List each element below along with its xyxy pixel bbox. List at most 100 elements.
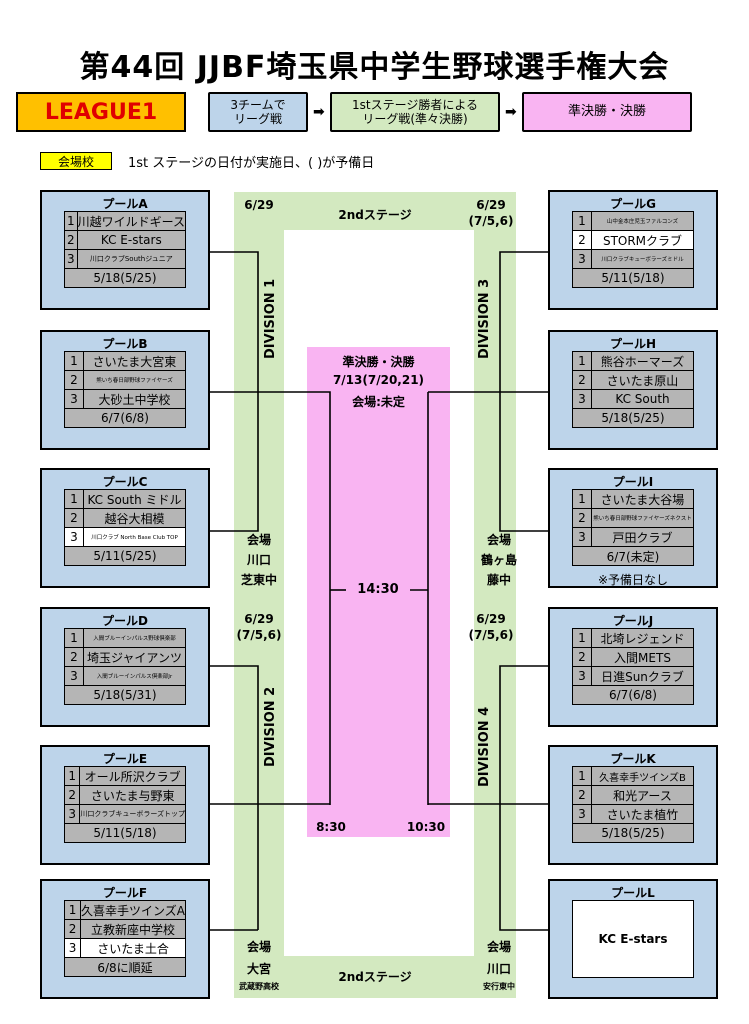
pool-name: プールK [610,752,656,766]
team-name: さいたま大宮東 [83,351,186,371]
d4-date2: (7/5,6) [468,628,514,642]
d1-date: 6/29 [244,198,274,212]
team-name: さいたま大谷場 [591,489,694,509]
rank-number: 2 [63,785,81,805]
rank-number: 2 [572,508,592,528]
second-stage-label-top: 2ndステージ [338,208,412,222]
team-name-venue: さいたま土合 [80,938,186,958]
date-note: 1st ステージの日付が実施日、( )が予備日 [128,156,375,171]
d1-venue-label: 会場 [246,533,271,547]
rank-number: 1 [64,211,78,231]
team-name: KC South [591,389,694,409]
d3-venue2: 藤中 [486,573,511,587]
rank-number: 2 [63,919,82,939]
rank-number: 3 [64,389,84,409]
pool-name: プールC [102,475,148,489]
pool-date: 6/7(6/8) [572,685,694,705]
d2-venue2: 武蔵野高校 [239,982,279,991]
team-name: 入間METS [591,647,694,667]
flow-step-final: 準決勝・決勝 [522,92,692,132]
team-name-venue: STORMクラブ [591,230,694,250]
pool-date: 5/18(5/25) [572,408,694,428]
d2-venue-label: 会場 [246,940,271,954]
team-name: 大砂土中学校 [83,389,186,409]
rank-number: 2 [64,370,84,390]
pool-l: プールL KC E-stars [548,879,718,999]
team-name: 北埼レジェンド [591,628,694,648]
d1-venue2: 芝東中 [240,573,277,587]
d3-venue1: 鶴ヶ島 [480,553,517,567]
pool-name: プールH [609,337,657,351]
final-title: 準決勝・決勝 [342,355,415,369]
flow-step2-line2: リーグ戦(準々決勝) [362,112,468,126]
team-name: さいたま与野東 [79,785,186,805]
division-1-label: DIVISION 1 [263,278,278,359]
rank-number: 3 [63,804,81,824]
rank-number: 2 [572,230,592,250]
pool-date: 5/18(5/25) [64,268,186,288]
final-venue: 会場:未定 [352,395,405,409]
d3-date: 6/29 [476,198,506,212]
d4-venue2: 安行東中 [483,982,515,991]
flow-step-second-stage: 1stステージ勝者による リーグ戦(準々決勝) [330,92,500,132]
rank-number: 1 [63,766,81,786]
rank-number: 1 [64,489,84,509]
league-badge: LEAGUE1 [16,92,186,132]
pool-date: 5/11(5/25) [64,546,186,566]
pool-name: プールE [102,752,148,766]
rank-number: 3 [572,249,592,269]
pool-date: 5/18(5/31) [64,685,186,705]
rank-number: 1 [63,900,82,920]
d1-venue1: 川口 [246,553,271,567]
team-name: 川口クラブキューボラーズミドル [591,249,694,269]
team-name: 川口クラブキューボラーズトップ [79,804,186,824]
d3-date2: (7/5,6) [468,214,514,228]
rank-number: 2 [572,647,592,667]
pool-date: 5/11(5/18) [64,823,186,843]
rank-number: 1 [572,489,592,509]
rank-number: 2 [64,508,84,528]
pool-name: プールD [102,614,148,628]
division-4-label: DIVISION 4 [477,706,492,787]
team-name: KC South ミドル [83,489,186,509]
team-name: 日進Sunクラブ [591,666,694,686]
team-name: 入間ブルーインパルス倶楽部Jr [83,666,186,686]
venue-key: 会場校 [40,152,112,170]
d4-date: 6/29 [476,612,506,626]
team-name-venue: 川口クラブ North Base Club TOP [83,527,186,547]
rank-number: 3 [64,666,84,686]
pool-date: 6/8に順延 [64,957,186,977]
pool-date: 6/7(6/8) [64,408,186,428]
final-date: 7/13(7/20,21) [332,373,425,387]
flow-arrow-2: ➡ [505,104,517,120]
pool-date: 6/7(未定) [572,546,694,566]
team-name: 越谷大相模 [83,508,186,528]
d4-venue-label: 会場 [486,940,511,954]
team-name: 久喜幸手ツインズA [80,900,186,920]
rank-number: 1 [572,766,592,786]
division-2-label: DIVISION 2 [263,686,278,767]
team-name: さいたま植竹 [591,804,694,824]
rank-number: 2 [64,647,84,667]
pool-l-team: KC E-stars [572,900,694,978]
team-name: 久喜幸手ツインズB [591,766,694,786]
d2-date2: (7/5,6) [236,628,282,642]
rank-number: 2 [64,230,78,250]
pool-name: プールG [610,197,656,211]
rank-number: 3 [64,527,84,547]
pool-name: プールL [611,886,655,900]
rank-number: 1 [64,628,84,648]
team-name: 入間ブルーインパルス野球倶楽部 [83,628,186,648]
team-name: オール所沢クラブ [79,766,186,786]
rank-number: 1 [572,628,592,648]
team-name: さいたま原山 [591,370,694,390]
division-3-label: DIVISION 3 [477,278,492,359]
